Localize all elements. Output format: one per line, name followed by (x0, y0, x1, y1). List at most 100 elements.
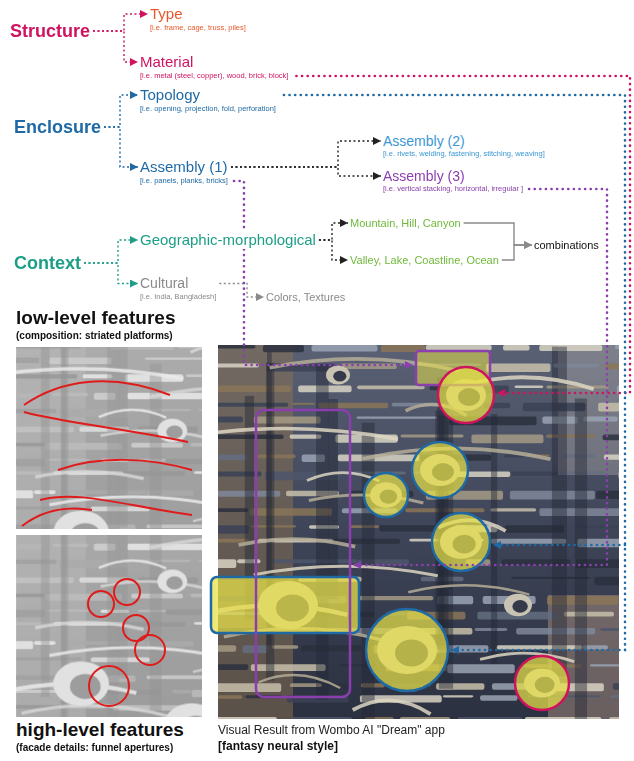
platform-band (338, 539, 385, 543)
platform-band (257, 539, 330, 546)
platform-band (282, 393, 301, 396)
platform-band (262, 479, 286, 486)
platform-band (216, 695, 242, 699)
platform-band (514, 385, 543, 388)
platform-band (58, 291, 96, 298)
platform-band (321, 374, 367, 377)
funnel-hole (181, 716, 212, 741)
platform-band (486, 363, 551, 371)
platform-band (273, 559, 358, 563)
feature-stroke (58, 460, 192, 470)
platform-band (205, 657, 245, 661)
tree-item: Material[i.e. metal (steel, copper), woo… (140, 53, 288, 81)
heading-text: combinations (534, 238, 599, 252)
category-heading: Enclosure (14, 116, 101, 138)
tree-connector (319, 223, 348, 240)
subtext: [i.e. rivets, welding, fastening, stitch… (383, 149, 545, 159)
funnel-hole (290, 528, 304, 540)
platform-band (255, 554, 285, 557)
platform-band (103, 442, 164, 448)
column (218, 352, 227, 573)
platform-band (194, 471, 263, 474)
platform-band (292, 329, 319, 331)
tree-connector (231, 141, 381, 167)
platform-band (91, 479, 141, 485)
platform-band (609, 695, 634, 698)
feature-stroke (24, 381, 170, 405)
platform-band (219, 757, 264, 761)
subtext: [i.e. opening, projection, fold, perfora… (140, 104, 276, 114)
platform-band (312, 345, 378, 351)
tree-item: Cultural[i.e. India, Bangladesh] (140, 275, 216, 302)
platform-band (443, 695, 474, 697)
platform-band (199, 554, 253, 560)
platform-band (301, 645, 362, 651)
platform-band (362, 588, 407, 590)
highlight-circle (432, 513, 490, 571)
heading-text: Enclosure (14, 116, 101, 138)
platform-curve (7, 520, 184, 530)
platform-band (375, 544, 408, 549)
platform-band (262, 675, 311, 683)
platform-band (204, 393, 270, 399)
heading-text: Assembly (2) (383, 133, 465, 149)
platform-curve (259, 675, 341, 688)
platform-band (213, 479, 251, 483)
platform-band (375, 393, 408, 398)
platform-band (357, 385, 425, 389)
platform-band (292, 479, 319, 481)
funnel-hole (234, 467, 255, 485)
funnel-aperture (282, 673, 308, 694)
tree-item: Assembly (2)[i.e. rivets, welding, faste… (383, 133, 545, 159)
platform-band (263, 496, 287, 501)
platform-band (167, 442, 208, 448)
platform-band (265, 308, 325, 316)
platform-band (583, 417, 617, 422)
highlight-rect (256, 410, 350, 697)
highlight-circle (364, 473, 408, 517)
subtext: [fantasy neural style] (218, 738, 338, 754)
platform-band (281, 442, 306, 447)
platform-band (83, 525, 113, 529)
platform-band (280, 641, 344, 646)
platform-curve (254, 566, 438, 576)
platform-band (58, 442, 96, 449)
platform-curve (247, 321, 365, 332)
platform-band (283, 459, 338, 466)
platform-band (212, 645, 236, 651)
platform-band (213, 664, 248, 670)
platform-band (257, 455, 295, 459)
platform-band (9, 459, 54, 463)
feature-circle (89, 666, 129, 706)
platform-curve (190, 497, 247, 507)
heading-text: Mountain, Hill, Canyon (350, 216, 461, 230)
platform-band (356, 358, 388, 362)
feature-circle (135, 635, 165, 665)
subtext: [i.e. frame, cage, truss, piles] (150, 23, 246, 33)
platform-band (220, 524, 253, 532)
platform-curve (193, 665, 306, 674)
platform-band (254, 417, 321, 424)
platform-band (145, 479, 208, 482)
platform-band (239, 637, 299, 640)
platform-band (370, 345, 399, 353)
funnel-aperture (228, 473, 265, 503)
platform-band (270, 471, 340, 476)
funnel-hole (290, 679, 304, 691)
platform-band (149, 757, 171, 761)
platform-band (383, 757, 426, 761)
platform-band (318, 358, 351, 365)
platform-band (214, 539, 250, 543)
platform-band (287, 427, 366, 435)
platform-band (211, 683, 281, 692)
platform-band (293, 554, 367, 560)
platform-band (321, 525, 367, 528)
platform-band (265, 459, 325, 467)
tree-connector (231, 167, 381, 176)
platform-band (293, 705, 367, 711)
platform-band (252, 525, 319, 533)
heading-text: Geographic-morphological (140, 231, 316, 249)
platform-band (112, 508, 136, 516)
column (220, 321, 230, 575)
tree-item: combinations (534, 238, 599, 252)
